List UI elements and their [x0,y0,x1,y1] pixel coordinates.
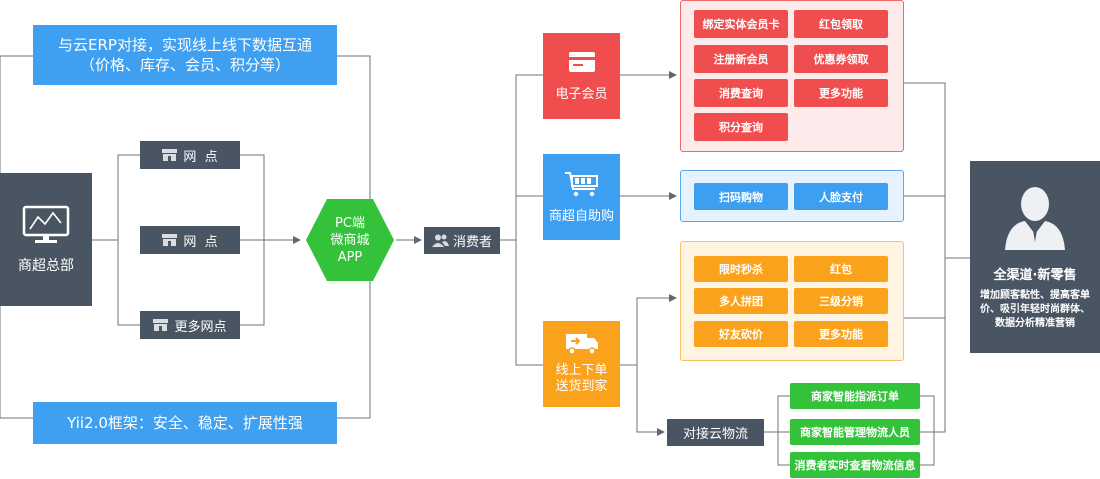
monitor-chart-icon [21,205,71,245]
erp-banner-line1: 与云ERP对接，实现线上线下数据互通 [58,36,312,54]
hq-box: 商超总部 [0,173,92,306]
logistics-item: 商家智能管理物流人员 [790,419,920,445]
users-icon [431,234,449,247]
shop-icon [162,149,178,161]
logistics-item: 商家智能指派订单 [790,383,920,409]
member-feature: 红包领取 [794,10,888,38]
logistics-label: 对接云物流 [682,427,748,442]
result-desc-line2: 价、吸引年轻时尚群体、 [980,303,1090,315]
cart-icon [564,171,600,197]
yii-banner: Yii2.0框架：安全、稳定、扩展性强 [33,402,337,444]
result-box: 全渠道·新零售 增加顾客黏性、提高客单 价、吸引年轻时尚群体、 数据分析精准营销 [970,161,1100,353]
person-icon [1004,184,1066,250]
delivery-feature: 好友砍价 [694,321,788,347]
member-feature: 消费查询 [694,79,788,107]
channel-member: 电子会员 [543,33,620,119]
hub-hexagon: PC端 微商城 APP [305,198,395,282]
card-icon [568,51,596,73]
result-desc-line1: 增加顾客黏性、提高客单 [980,289,1090,301]
delivery-feature: 限时秒杀 [694,256,788,282]
hub-line1: PC端 [335,215,365,231]
selfservice-feature: 人脸支付 [794,183,888,210]
hub-line3: APP [337,249,363,265]
outlet-label: 网 点 [183,149,218,165]
erp-banner: 与云ERP对接，实现线上线下数据互通 （价格、库存、会员、积分等） [33,25,337,85]
outlet-label: 更多网点 [174,319,227,335]
channel-delivery-line1: 线上下单 [555,363,608,378]
shop-icon [153,319,169,331]
result-desc-line3: 数据分析精准营销 [995,317,1075,329]
channel-delivery: 线上下单 送货到家 [543,321,620,407]
truck-icon [565,333,599,355]
member-feature: 优惠券领取 [794,45,888,73]
shop-icon [162,234,178,246]
hub-line2: 微商城 [330,232,370,248]
channel-delivery-line2: 送货到家 [555,379,608,394]
member-feature: 积分查询 [694,113,788,141]
yii-banner-text: Yii2.0框架：安全、稳定、扩展性强 [67,414,303,432]
outlet-more: 更多网点 [140,311,240,339]
hq-label: 商超总部 [18,257,74,274]
channel-selfservice-label: 商超自助购 [548,208,614,224]
selfservice-feature: 扫码购物 [694,183,788,210]
channel-selfservice: 商超自助购 [543,154,620,240]
consumer-label: 消费者 [452,235,492,250]
delivery-feature: 红包 [794,256,888,282]
hexagon-shape [306,199,394,281]
delivery-feature: 多人拼团 [694,288,788,314]
logistics-item: 消费者实时查看物流信息 [790,452,920,478]
delivery-feature: 更多功能 [794,321,888,347]
member-feature: 更多功能 [794,79,888,107]
outlet-2: 网 点 [140,226,240,254]
outlet-1: 网 点 [140,141,240,169]
member-feature: 绑定实体会员卡 [694,10,788,38]
member-feature: 注册新会员 [694,45,788,73]
delivery-feature: 三级分销 [794,288,888,314]
outlet-label: 网 点 [183,234,218,250]
erp-banner-line2: （价格、库存、会员、积分等） [79,56,290,74]
result-title: 全渠道·新零售 [993,267,1077,283]
channel-member-label: 电子会员 [555,86,608,102]
consumer-box: 消费者 [424,227,500,254]
logistics-box: 对接云物流 [667,419,764,446]
